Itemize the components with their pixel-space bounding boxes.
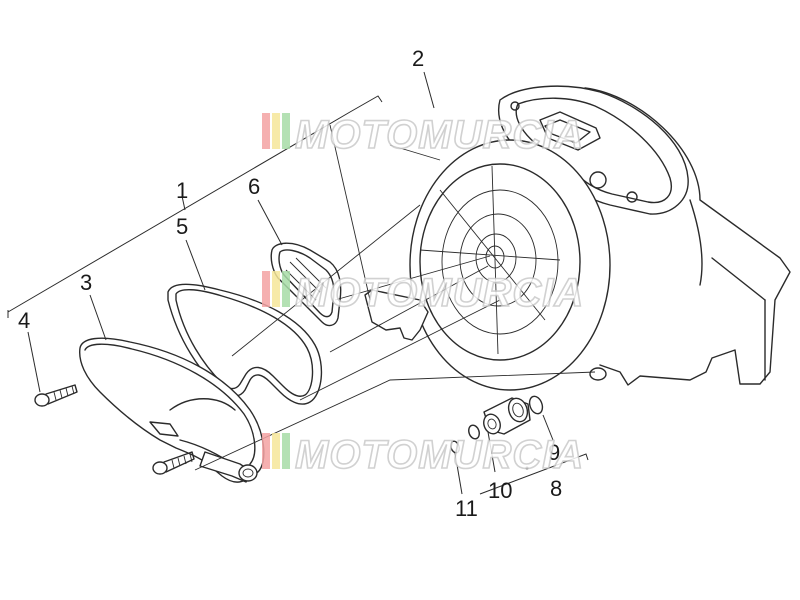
callout-1: 1 <box>176 178 188 203</box>
callout-2: 2 <box>412 46 424 71</box>
watermark-bottom: MOTOMURCIA <box>262 432 584 478</box>
watermark-text: MOTOMURCIA <box>295 271 584 315</box>
watermark-top: MOTOMURCIA <box>262 112 584 158</box>
callout-3: 3 <box>80 270 92 295</box>
callout-9: 9 <box>548 440 560 465</box>
washer <box>468 424 480 440</box>
callout-8: 8 <box>550 476 562 501</box>
callout-5: 5 <box>176 214 188 239</box>
watermark-middle: MOTOMURCIA <box>262 270 584 316</box>
o-ring <box>528 395 544 415</box>
callout-10: 10 <box>488 478 512 503</box>
drain-plug <box>483 397 531 435</box>
screw-lower <box>152 451 195 475</box>
callout-11: 11 <box>455 496 478 521</box>
leader-lines <box>7 71 589 495</box>
callout-6: 6 <box>248 174 260 199</box>
screw-upper <box>34 384 78 407</box>
watermark-text: MOTOMURCIA <box>295 113 584 157</box>
assembly-lines <box>194 124 596 471</box>
callout-labels: 1 2 3 4 5 6 8 9 10 11 <box>18 46 562 521</box>
bracket-plate <box>364 289 429 341</box>
callout-4: 4 <box>18 308 30 333</box>
main-housing <box>409 85 791 391</box>
pin <box>450 440 529 470</box>
cover <box>79 337 265 483</box>
watermark-text: MOTOMURCIA <box>295 433 584 477</box>
